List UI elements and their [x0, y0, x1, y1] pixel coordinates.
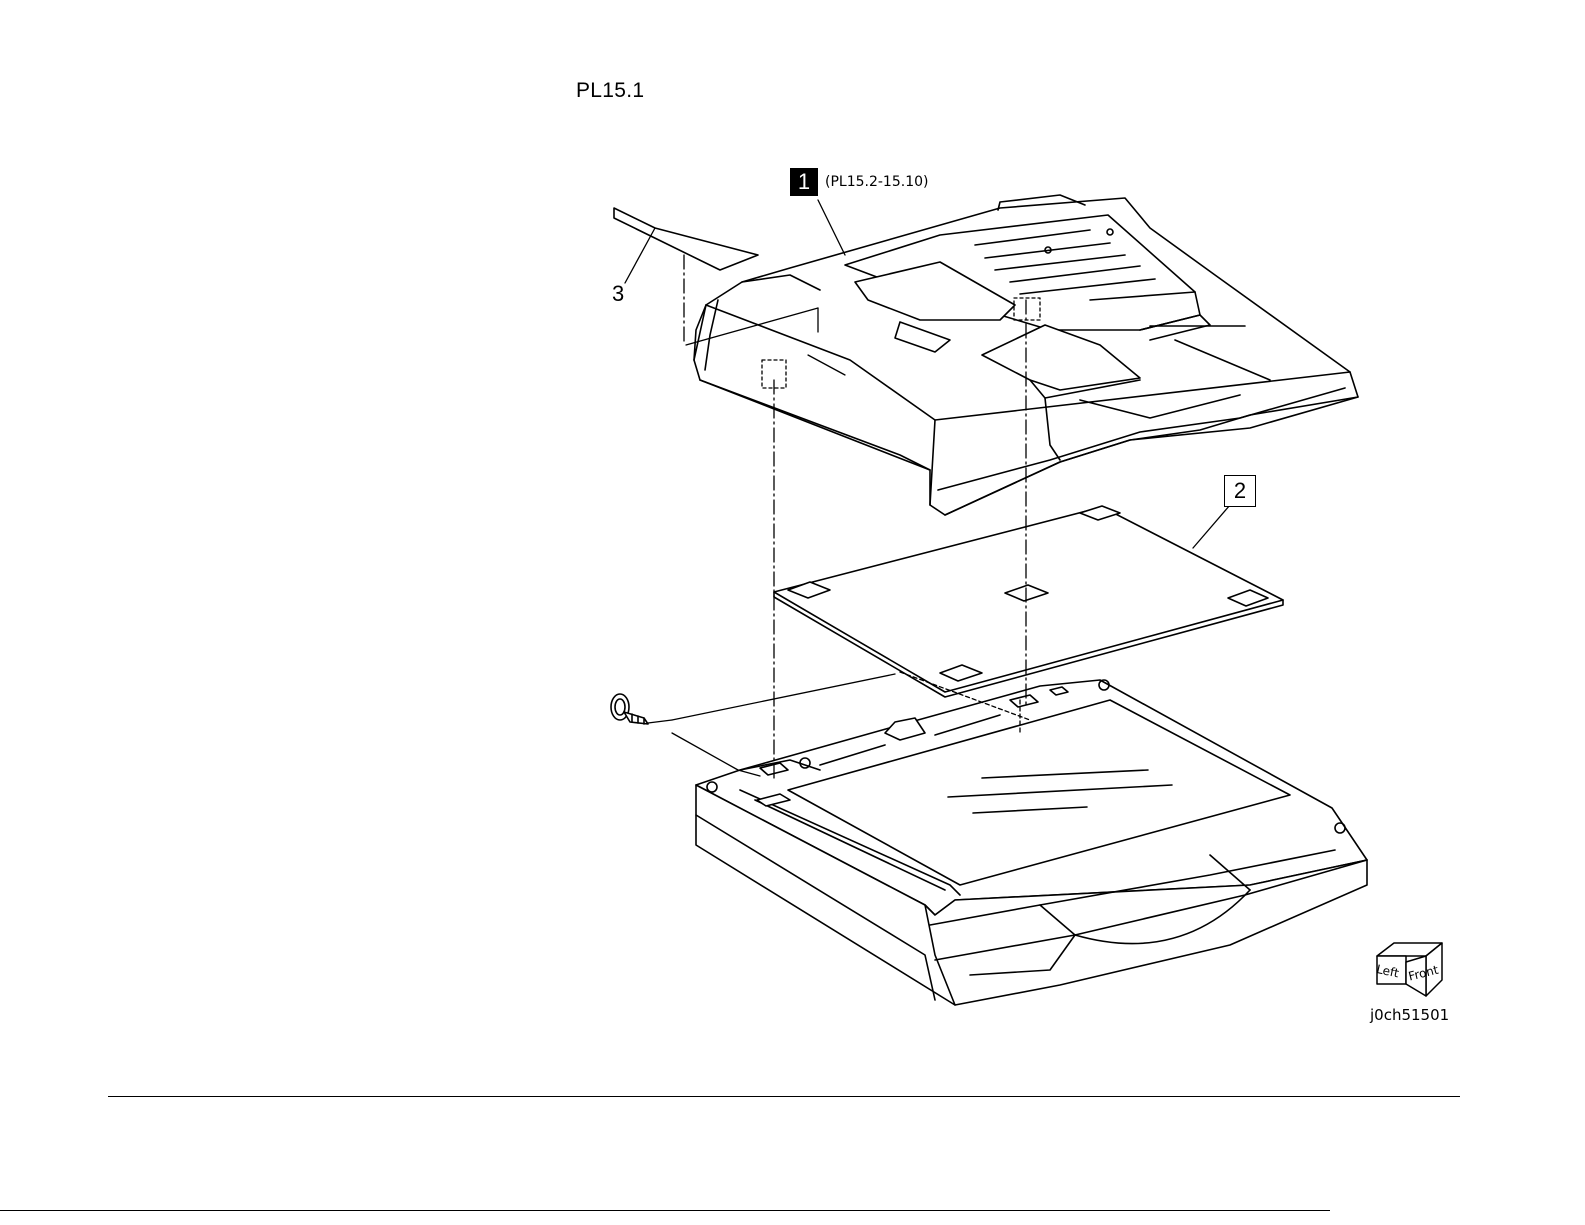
bottom-divider [0, 1210, 1330, 1211]
callout-3: 3 [612, 281, 624, 307]
part-3-label [614, 208, 758, 283]
callout-1: 1 [790, 168, 818, 196]
callout-1-reference: (PL15.2-15.10) [825, 174, 928, 190]
callout-2-number: 2 [1234, 478, 1246, 503]
callout-1-number: 1 [798, 169, 810, 194]
footer-divider [108, 1096, 1460, 1097]
callout-2: 2 [1224, 475, 1256, 507]
part-2-platen-cushion [774, 506, 1283, 697]
orientation-cube: Left Front [1374, 940, 1446, 998]
screw [611, 694, 648, 724]
platen-base [696, 680, 1367, 1005]
figure-code: j0ch51501 [1370, 1006, 1449, 1024]
